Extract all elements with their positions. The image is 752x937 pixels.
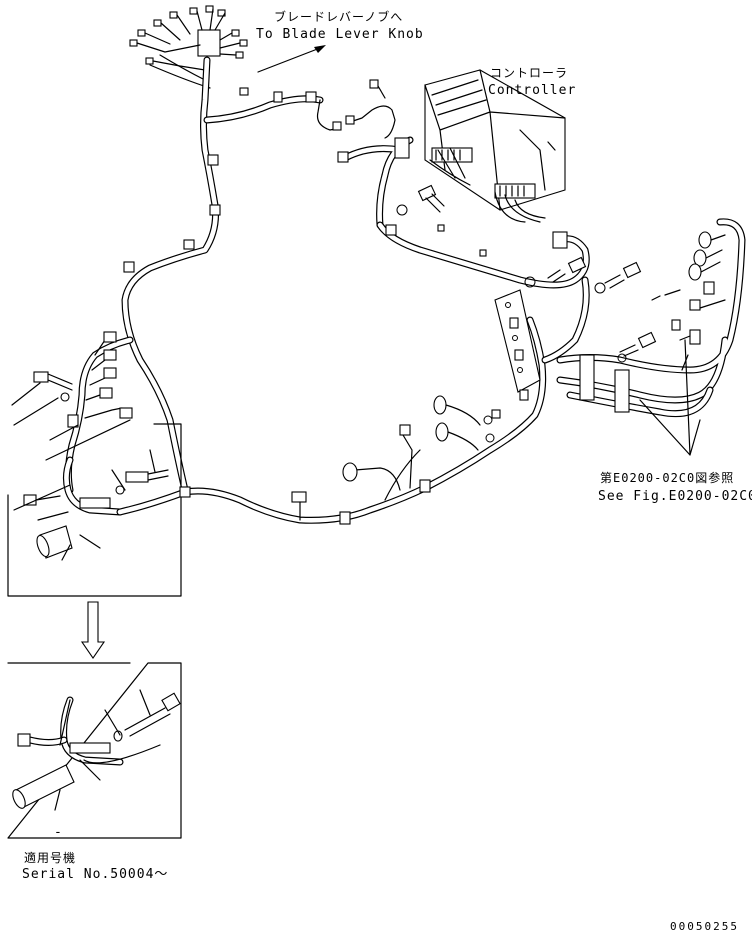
controller-label-en: Controller <box>488 83 576 98</box>
bracket-plate <box>494 289 541 393</box>
drawing-code: 00050255 <box>670 920 739 932</box>
hollow-down-arrow-icon <box>80 601 106 659</box>
serial-label-jp: 適用号機 <box>24 850 76 865</box>
blade-lever-harness <box>121 5 396 494</box>
top-connector-cluster <box>129 5 248 89</box>
detail-frame-lower <box>7 662 182 839</box>
long-bolt <box>124 692 181 737</box>
controller-label-jp: コントローラ <box>490 66 568 80</box>
blade-lever-leader <box>257 47 321 73</box>
bottom-harness-run <box>116 316 547 525</box>
mid-connectors <box>342 395 501 501</box>
leader-arrow-icon <box>314 45 326 53</box>
detail-dash: - <box>54 825 63 840</box>
controller-frame-harness <box>337 136 642 401</box>
see-fig-label-jp: 第E0200-02C0図参照 <box>600 470 734 485</box>
serial-label-en: Serial No.50004～ <box>22 867 168 882</box>
collar-upper <box>36 525 73 559</box>
see-fig-label-en: See Fig.E0200-02C0 <box>598 489 752 504</box>
right-harness-branch <box>556 218 746 456</box>
collar-lower <box>12 764 75 809</box>
blade-lever-label-jp: ブレードレバーノブへ <box>274 9 403 24</box>
blade-lever-label-en: To Blade Lever Knob <box>256 27 424 42</box>
left-bolt <box>33 371 73 391</box>
left-harness-branch <box>11 331 134 494</box>
detail-frame-upper <box>7 423 182 597</box>
